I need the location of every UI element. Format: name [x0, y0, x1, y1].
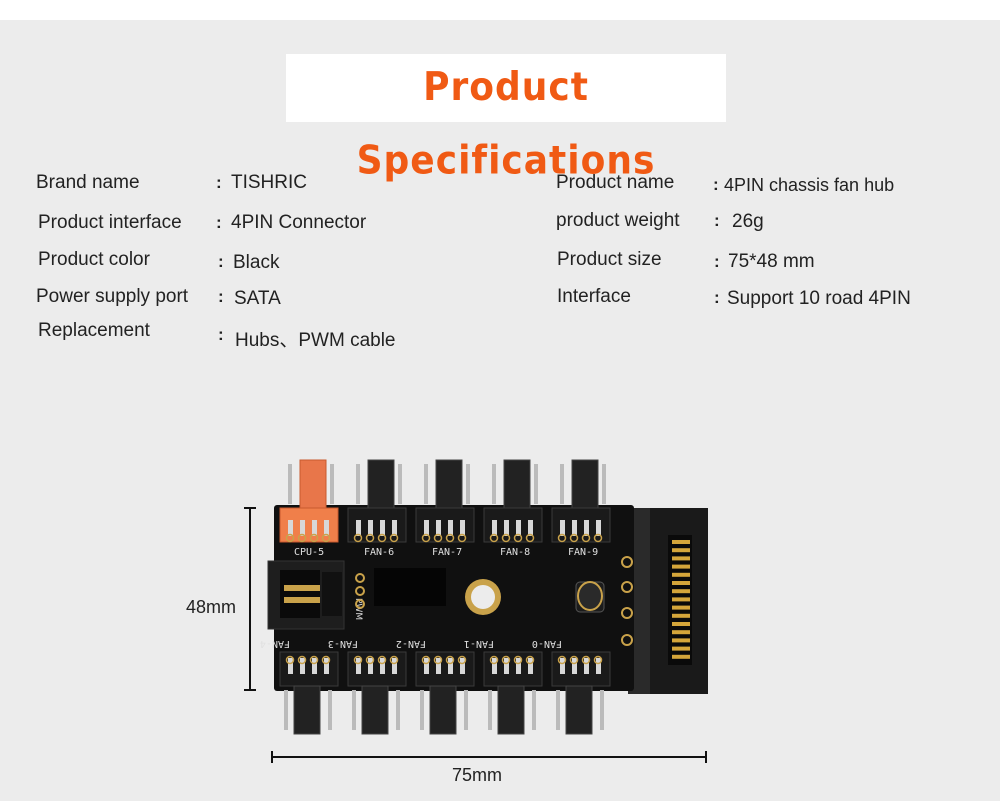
- spec-colon: :: [216, 213, 222, 232]
- spec-colon: :: [216, 173, 222, 192]
- sata-pin: [672, 572, 690, 577]
- header-label-fan-3: FAN-3: [328, 638, 358, 649]
- width-dimension-label: 75mm: [452, 765, 503, 785]
- sata-pin: [672, 646, 690, 651]
- spec-label-brand-name: Brand name: [36, 172, 140, 193]
- spec-label-product-size: Product size: [557, 249, 662, 270]
- sata-pin: [672, 556, 690, 561]
- spec-label-interface: Interface: [557, 286, 631, 307]
- header-label-fan-6: FAN-6: [364, 547, 394, 558]
- header-label-fan-0: FAN-0: [532, 638, 562, 649]
- sata-pin: [672, 654, 690, 659]
- spec-value-brand-name: TISHRIC: [231, 172, 307, 193]
- mounting-hole: [471, 585, 495, 609]
- header-label-fan-9: FAN-9: [568, 547, 598, 558]
- top-fan-header: [279, 459, 339, 543]
- spec-value-replacement: Hubs、PWM cable: [235, 330, 396, 351]
- sata-pin: [672, 564, 690, 569]
- bottom-fan-header: [279, 651, 339, 735]
- sata-pin: [672, 622, 690, 626]
- header-label-fan-4: FAN-4: [260, 638, 290, 649]
- spec-colon: :: [714, 288, 720, 307]
- spec-label-product-name: Product name: [556, 172, 675, 193]
- sata-pin: [672, 605, 690, 610]
- spec-value-product-weight: 26g: [732, 211, 764, 232]
- spec-label-replacement: Replacement: [38, 320, 150, 341]
- sata-pin: [672, 589, 690, 594]
- top-fan-header: [415, 459, 475, 543]
- bottom-fan-header: [483, 651, 543, 735]
- spec-value-product-color: Black: [233, 252, 280, 273]
- spec-label-power-supply-port: Power supply port: [36, 286, 189, 307]
- spec-colon: :: [218, 252, 224, 271]
- spec-colon: :: [714, 211, 720, 230]
- bottom-fan-header: [347, 651, 407, 735]
- pcb-board: [274, 505, 634, 691]
- spec-label-product-weight: product weight: [556, 210, 680, 231]
- sata-pin: [672, 540, 690, 544]
- spec-label-product-interface: Product interface: [38, 212, 182, 233]
- pcb-black-pad: [374, 568, 446, 606]
- sata-connector: [628, 508, 708, 694]
- spec-value-interface: Support 10 road 4PIN: [727, 288, 911, 309]
- sata-pin: [672, 548, 690, 553]
- spec-value-product-name: 4PIN chassis fan hub: [724, 175, 895, 195]
- sata-pin: [672, 638, 690, 643]
- spec-colon: :: [714, 252, 720, 271]
- spec-value-product-interface: 4PIN Connector: [231, 212, 367, 233]
- header-label-fan-7: FAN-7: [432, 547, 462, 558]
- sata-pin: [672, 630, 690, 635]
- top-fan-header: [483, 459, 543, 543]
- header-label-fan-2: FAN-2: [396, 638, 426, 649]
- pwm-connector: [267, 560, 345, 630]
- header-label-fan-1: FAN-1: [464, 638, 494, 649]
- spec-value-product-size: 75*48 mm: [728, 251, 815, 272]
- top-fan-header: [347, 459, 407, 543]
- spec-label-product-color: Product color: [38, 249, 150, 270]
- header-label-fan-8: FAN-8: [500, 547, 530, 558]
- header-label-cpu-5: CPU-5: [294, 547, 324, 558]
- pwm-pads: [355, 573, 365, 609]
- page-title: Product Specifications: [356, 65, 656, 184]
- top-fan-header: [551, 459, 611, 543]
- width-dimension-line: [271, 751, 707, 763]
- sata-pin: [672, 597, 690, 602]
- spec-colon: :: [713, 175, 719, 194]
- sata-pin: [672, 581, 690, 585]
- spec-colon: :: [218, 287, 224, 306]
- title-box: Product Specifications: [286, 54, 726, 184]
- spec-value-power-supply-port: SATA: [234, 288, 281, 309]
- bottom-fan-header: [551, 651, 611, 735]
- sata-pin: [672, 613, 690, 618]
- capacitor: [575, 581, 605, 613]
- height-dimension-label: 48mm: [186, 597, 237, 617]
- height-dimension-line: [244, 507, 256, 691]
- side-pads: [621, 556, 633, 646]
- pwm-label: PWM: [353, 598, 363, 620]
- bottom-fan-header: [415, 651, 475, 735]
- spec-colon: :: [218, 325, 224, 344]
